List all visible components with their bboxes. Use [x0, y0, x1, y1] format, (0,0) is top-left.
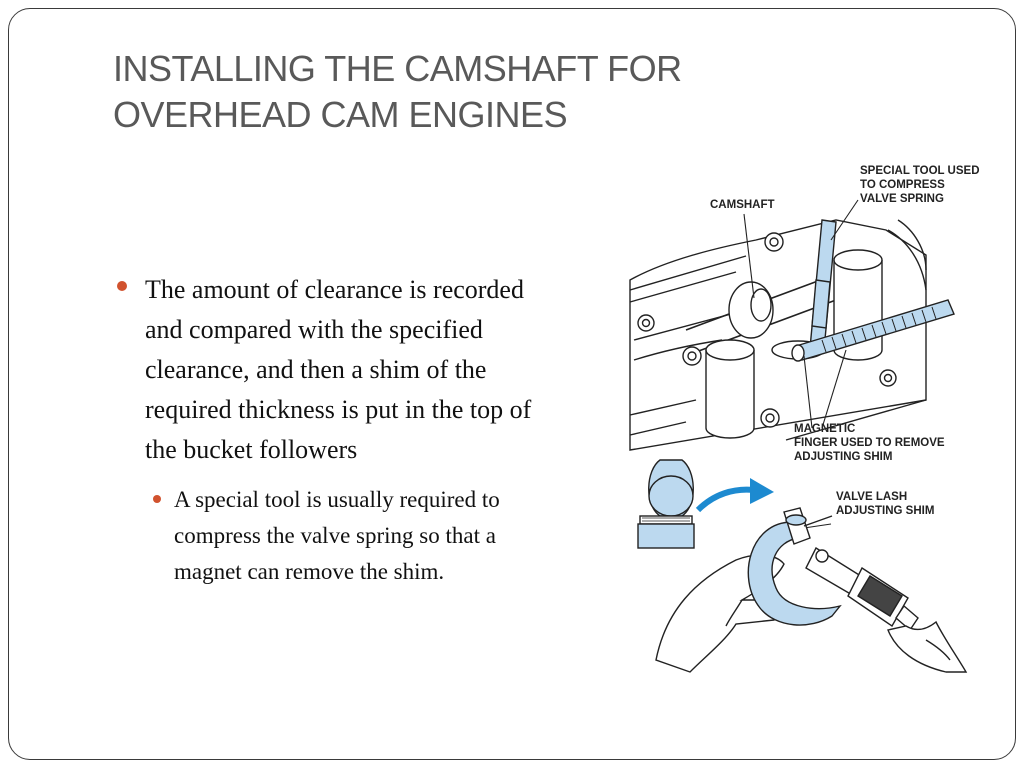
- leader-lines: [743, 199, 859, 529]
- sub-bullet-item: A special tool is usually required to co…: [153, 482, 557, 590]
- label-magnetic-1: MAGNETIC: [794, 423, 855, 435]
- illustration-svg: SPECIAL TOOL USED TO COMPRESS VALVE SPRI…: [629, 165, 980, 673]
- camshaft-illustration: SPECIAL TOOL USED TO COMPRESS VALVE SPRI…: [626, 160, 1000, 675]
- label-valve-lash-2: ADJUSTING SHIM: [836, 505, 934, 517]
- label-valve-lash-1: VALVE LASH: [836, 491, 907, 503]
- label-special-tool-2: TO COMPRESS: [860, 179, 945, 191]
- title-line-1: INSTALLING THE CAMSHAFT FOR: [113, 48, 682, 89]
- arrow-icon: [695, 478, 774, 513]
- shim-on-bucket: [637, 459, 695, 549]
- label-magnetic-2: FINGER USED TO REMOVE: [794, 437, 945, 449]
- label-magnetic-3: ADJUSTING SHIM: [794, 451, 892, 463]
- bullet-item: The amount of clearance is recorded and …: [117, 270, 557, 470]
- label-camshaft: CAMSHAFT: [710, 199, 775, 211]
- title-line-2: OVERHEAD CAM ENGINES: [113, 94, 568, 135]
- magnetic-finger: [791, 299, 955, 362]
- label-special-tool-1: SPECIAL TOOL USED: [860, 165, 980, 177]
- label-special-tool-3: VALVE SPRING: [860, 193, 944, 205]
- slide-title: INSTALLING THE CAMSHAFT FOR OVERHEAD CAM…: [113, 46, 813, 138]
- bullet-list: The amount of clearance is recorded and …: [117, 270, 557, 590]
- micrometer-drawing: [655, 507, 968, 673]
